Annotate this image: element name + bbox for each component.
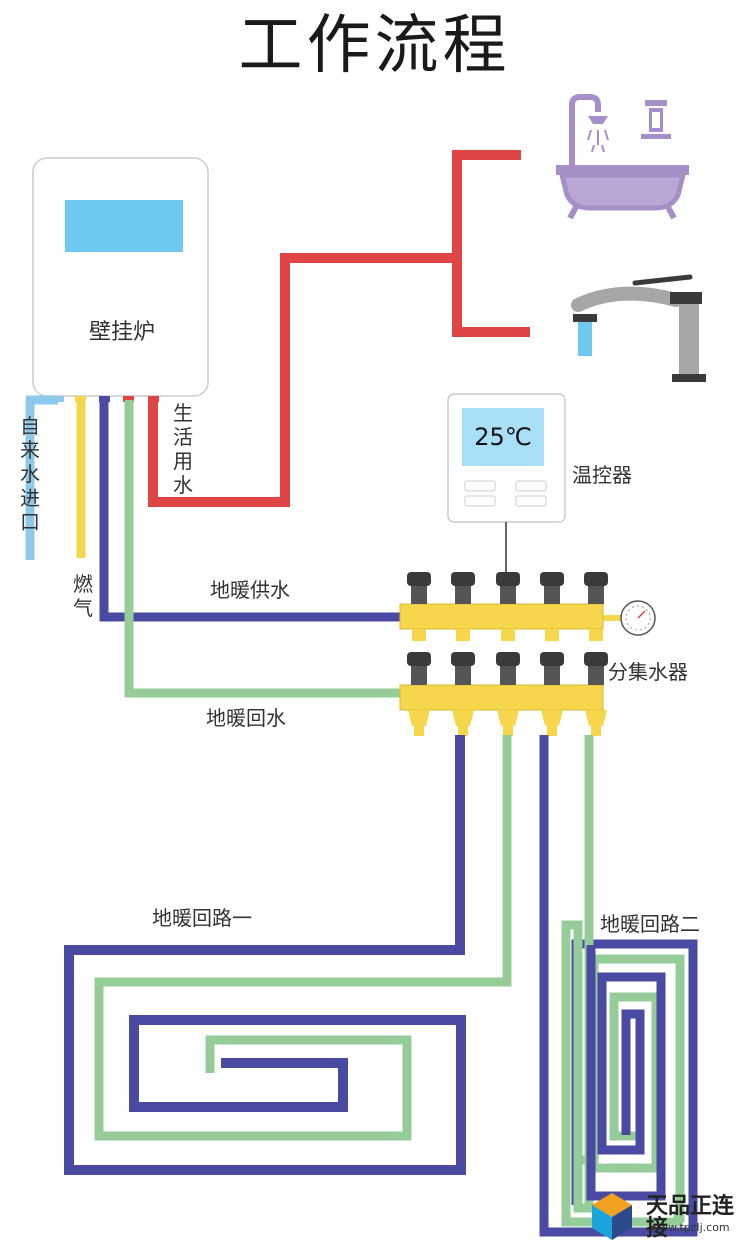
gas-label: 燃气 xyxy=(73,572,93,620)
supply-stub xyxy=(99,396,110,402)
valve-stem xyxy=(411,666,427,685)
watermark-logo xyxy=(592,1193,632,1240)
valve-cap xyxy=(584,652,608,666)
watermark-name: 天品正连接 xyxy=(646,1194,735,1241)
valve-outlet xyxy=(452,710,474,726)
valve-connector xyxy=(501,629,515,641)
valve-cap xyxy=(584,572,608,586)
page-title: 工作流程 xyxy=(238,9,511,83)
boiler-body xyxy=(32,157,209,397)
valve-connector xyxy=(456,629,470,641)
valve-stem xyxy=(411,586,427,604)
valve-outlet-tip xyxy=(503,726,513,736)
floor-loop-1 xyxy=(64,735,512,1175)
valve-outlet-tip xyxy=(414,726,424,736)
manifold xyxy=(399,572,608,736)
valve-cap xyxy=(540,652,564,666)
return-pipe xyxy=(124,400,405,698)
hot-water-branch xyxy=(452,258,530,337)
valve-connector xyxy=(412,629,426,641)
valve-cap xyxy=(407,652,431,666)
valve-connector xyxy=(545,629,559,641)
valve-stem xyxy=(544,666,560,685)
floor-loop-2 xyxy=(539,735,698,1237)
hot-stub-2 xyxy=(148,396,159,402)
valve-outlet-tip xyxy=(591,726,601,736)
valve-stem xyxy=(544,586,560,604)
manifold-label: 分集水器 xyxy=(608,660,688,684)
valve-stem xyxy=(500,666,516,685)
manifold-supply-bar xyxy=(399,603,604,630)
bathtub-icon xyxy=(556,94,689,220)
valve-outlet xyxy=(585,710,607,726)
valve-stem xyxy=(588,586,604,604)
valve-outlet xyxy=(541,710,563,726)
gas-stub xyxy=(75,396,86,402)
boiler-screen xyxy=(65,200,183,252)
valve-connector xyxy=(589,629,603,641)
hot-stub xyxy=(123,396,134,402)
valve-cap xyxy=(451,572,475,586)
valve-outlet-tip xyxy=(547,726,557,736)
valve-stem xyxy=(588,666,604,685)
supply-pipe xyxy=(99,400,405,622)
valve-stem xyxy=(500,586,516,604)
boiler-label: 壁挂炉 xyxy=(88,320,155,345)
thermostat-display: 25℃ xyxy=(474,423,532,451)
loop1-label: 地暖回路一 xyxy=(152,906,252,930)
manifold-return-bar xyxy=(399,684,604,711)
valve-stem xyxy=(455,666,471,685)
valve-cap xyxy=(407,572,431,586)
hot-water-label: 生活用水 xyxy=(173,401,193,497)
cold-inlet-label: 自来水进口 xyxy=(20,414,40,534)
valve-outlet-tip xyxy=(458,726,468,736)
loop2-label: 地暖回路二 xyxy=(600,912,700,936)
valve-cap xyxy=(496,572,520,586)
valve-outlet xyxy=(408,710,430,726)
valve-stem xyxy=(455,586,471,604)
hot-water-pipe xyxy=(148,150,521,507)
return-label: 地暖回水 xyxy=(206,706,286,730)
cold-inlet-stub xyxy=(53,396,64,402)
valve-outlet xyxy=(497,710,519,726)
faucet-icon xyxy=(571,274,706,382)
valve-cap xyxy=(451,652,475,666)
valve-cap xyxy=(496,652,520,666)
supply-label: 地暖供水 xyxy=(210,578,290,602)
valve-cap xyxy=(540,572,564,586)
watermark-url: www.tpzlj.com xyxy=(650,1221,730,1234)
thermostat-label: 温控器 xyxy=(572,463,632,487)
